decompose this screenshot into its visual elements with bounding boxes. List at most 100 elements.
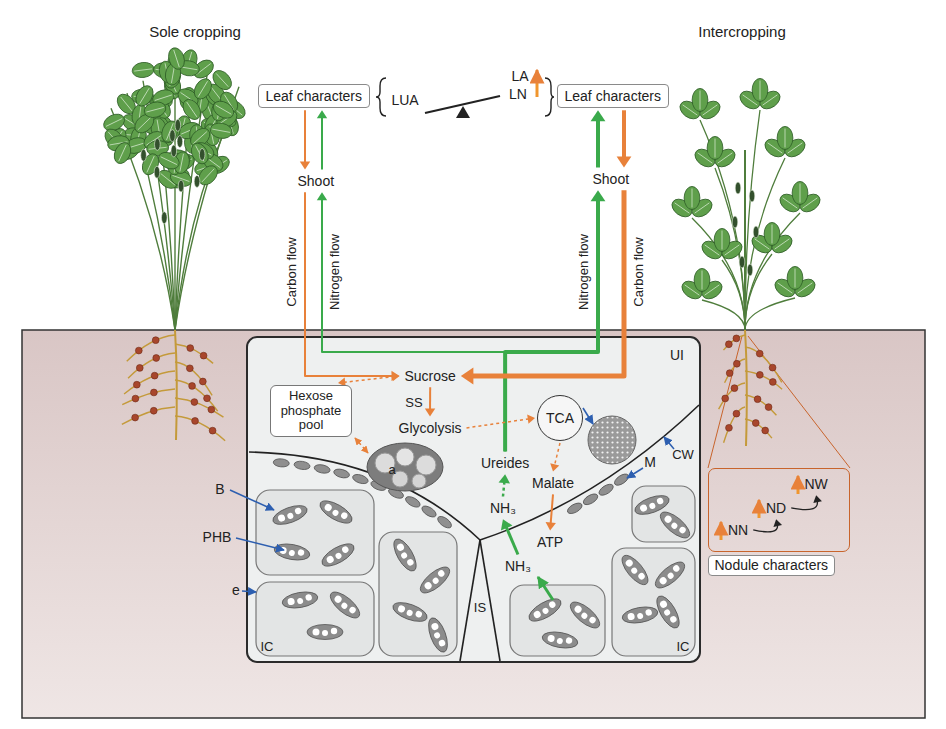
phb-granule [637,613,644,620]
mitochondrion-small [333,468,351,480]
phb-granule [323,503,333,513]
pod [177,136,183,148]
metabolite-label: NH₃ [502,557,534,576]
balance-label: LA [511,68,528,85]
leader-line [236,538,284,550]
connector-line [554,443,560,467]
phb-granule [341,545,350,554]
phb-granule [580,612,588,620]
bacteroid [326,588,363,623]
tca-circle: TCA [537,395,583,441]
phb-granule [333,594,343,604]
bacteroid [621,604,659,625]
trait-label: NW [802,475,831,494]
leaflet [707,136,723,159]
leaf-characters-box: Leaf characters [557,84,670,109]
root-nodule [209,427,216,434]
flow-arrow [591,110,606,167]
leaflet [166,46,187,72]
leaf-vein [702,271,703,290]
part-label: PHB [203,529,232,546]
root-nodule [733,360,740,367]
amyloplast-body [367,443,443,491]
leaflet [792,181,808,204]
mitochondrion-small [613,472,631,488]
pod [739,256,745,268]
phb-granule [340,511,349,520]
leaflet [752,78,768,101]
phb-granule [669,615,678,624]
metabolite-label: Sucrose [402,367,459,386]
root-nodule [769,364,776,371]
bacteroid [317,497,356,528]
pod [170,130,176,142]
root-nodule [769,379,776,386]
lateral-root [719,383,745,409]
amyloplast [367,443,443,491]
leaf-blade [131,61,155,79]
increase-arrow [758,500,761,518]
root-nodule [191,399,198,406]
leaflet [692,88,708,111]
bacteroid-body [271,502,310,528]
root-nodule [150,407,157,414]
pointer-arrow [583,408,593,424]
phb-granule [437,569,446,578]
node-text: Sucrose [405,368,456,385]
increase-arrow [720,522,723,540]
root-nodule [200,352,207,359]
root-nodule [725,341,732,348]
root-nodule [722,395,729,402]
connector-line [505,198,598,452]
part-label: IS [474,600,486,616]
flow-arrow [461,190,624,384]
bacteroid-body [281,589,319,610]
node-text: NW [805,476,828,493]
lateral-root [124,371,175,394]
phb-granule [648,502,656,510]
arrowhead [392,371,400,381]
leaf-vein [216,73,228,86]
phb-granule [286,512,294,520]
root-nodule [152,337,159,344]
shoot-label: Shoot [590,170,633,189]
leaf-blade [210,98,237,122]
bacteroid [271,502,310,528]
cell-wall [480,405,699,540]
lateral-root [745,395,776,415]
bacteroid [425,616,451,655]
leaf-vein [772,225,773,244]
bacteroid [281,589,319,610]
node-text: Leaf characters [565,88,662,105]
leaflet [188,140,212,166]
bacteroid-body [273,541,311,562]
increase-arrow [536,70,539,97]
leaf-blade [694,268,710,291]
brace [376,78,386,116]
bacteroid [390,536,421,575]
flow-arrow [501,519,518,554]
pod [175,119,181,131]
leader-line [242,591,256,592]
phb-granule [659,599,669,609]
phb-granule [334,552,342,560]
mitochondrion-small [314,463,331,474]
root-nodule [726,424,733,431]
leaf-vein [715,139,716,158]
phb-granule [277,514,286,523]
arrowhead [499,474,510,483]
starch-grain [416,455,436,475]
node-text: Ureides [481,455,529,472]
pod [735,182,741,194]
flow-arrow [317,110,327,169]
bacteroid-body [621,604,659,625]
leaf-vein [180,154,184,172]
leaflet [209,67,235,93]
phb-granule [406,609,414,617]
phb-granule [658,576,668,586]
edge-label: Carbon flow [284,237,300,306]
connector-line [622,110,626,160]
flow-arrow [499,474,510,496]
starch-grain [412,474,426,488]
